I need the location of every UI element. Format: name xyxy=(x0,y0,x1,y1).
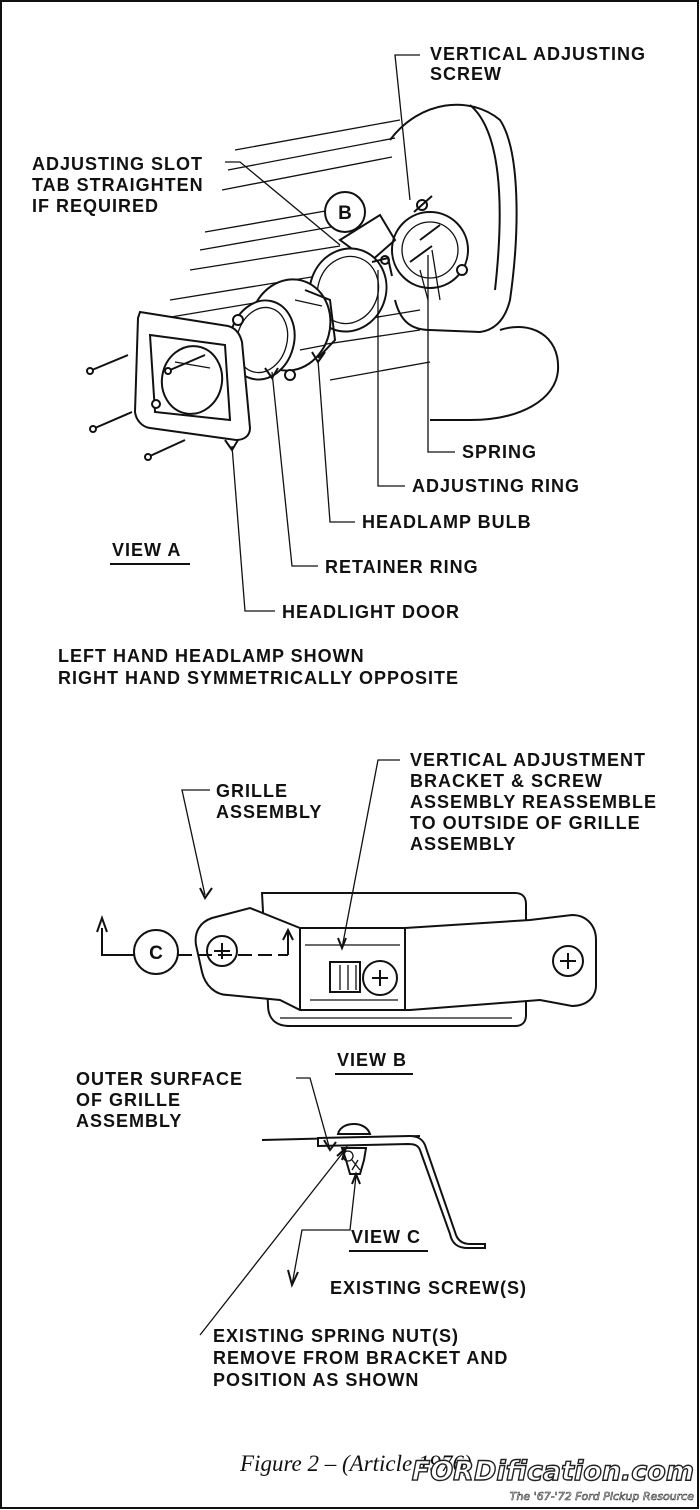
svg-text:IF REQUIRED: IF REQUIRED xyxy=(32,196,159,216)
svg-text:ASSEMBLY: ASSEMBLY xyxy=(216,802,322,822)
door-screws xyxy=(86,354,206,461)
svg-text:ASSEMBLY: ASSEMBLY xyxy=(76,1111,182,1131)
screw-head-c xyxy=(336,1122,372,1135)
svg-text:REMOVE FROM BRACKET AND: REMOVE FROM BRACKET AND xyxy=(213,1348,508,1368)
watermark: FORDification.com The '67-'72 Ford Picku… xyxy=(411,1455,695,1503)
bracket-section xyxy=(317,1134,486,1249)
label-headlamp-bulb: HEADLAMP BULB xyxy=(362,512,532,532)
label-vertical-adjusting-screw: VERTICAL ADJUSTING SCREW xyxy=(430,44,646,84)
badge-b-text: B xyxy=(338,203,352,224)
fender-outline xyxy=(389,103,518,334)
note-line-2: RIGHT HAND SYMMETRICALLY OPPOSITE xyxy=(58,668,459,688)
watermark-title: FORDification.com xyxy=(412,1456,694,1487)
svg-text:VERTICAL ADJUSTING: VERTICAL ADJUSTING xyxy=(430,44,646,64)
view-b-illustration: C xyxy=(96,759,597,1027)
adjusting-screw-nut xyxy=(329,961,361,993)
svg-text:EXISTING SPRING NUT(S): EXISTING SPRING NUT(S) xyxy=(213,1326,459,1346)
label-adjusting-ring: ADJUSTING RING xyxy=(412,476,580,496)
figure-caption: Figure 2 – (Article 1976) xyxy=(239,1451,472,1476)
svg-text:BRACKET & SCREW: BRACKET & SCREW xyxy=(410,771,603,791)
svg-text:TO OUTSIDE OF GRILLE: TO OUTSIDE OF GRILLE xyxy=(410,813,641,833)
svg-text:TAB STRAIGHTEN: TAB STRAIGHTEN xyxy=(32,175,204,195)
label-adjusting-slot: ADJUSTING SLOT TAB STRAIGHTEN IF REQUIRE… xyxy=(32,154,204,216)
view-b-title: VIEW B xyxy=(337,1050,407,1070)
bumper-outline xyxy=(430,325,560,421)
label-retainer-ring: RETAINER RING xyxy=(325,557,479,577)
watermark-subtitle: The '67-'72 Ford Pickup Resource xyxy=(510,1490,694,1503)
view-c-illustration xyxy=(199,1077,486,1336)
label-spring: SPRING xyxy=(462,442,537,462)
badge-b xyxy=(324,191,366,233)
badge-c xyxy=(133,929,179,975)
svg-text:ADJUSTING SLOT: ADJUSTING SLOT xyxy=(32,154,203,174)
badge-c-text: C xyxy=(149,943,163,964)
view-c-title: VIEW C xyxy=(351,1227,421,1247)
svg-text:GRILLE: GRILLE xyxy=(216,781,288,801)
headlamp-bucket xyxy=(391,211,469,289)
svg-text:VERTICAL ADJUSTMENT: VERTICAL ADJUSTMENT xyxy=(410,750,646,770)
view-a-leaders xyxy=(224,54,455,612)
svg-text:SCREW: SCREW xyxy=(430,64,502,84)
adjustment-bracket xyxy=(194,906,597,1011)
label-existing-spring-nuts: EXISTING SPRING NUT(S) REMOVE FROM BRACK… xyxy=(213,1326,508,1390)
svg-text:ASSEMBLY: ASSEMBLY xyxy=(410,834,516,854)
label-vertical-adjustment-bracket: VERTICAL ADJUSTMENT BRACKET & SCREW ASSE… xyxy=(410,750,657,854)
label-grille-assembly: GRILLE ASSEMBLY xyxy=(216,781,322,822)
svg-text:OUTER SURFACE: OUTER SURFACE xyxy=(76,1069,243,1089)
view-a-title: VIEW A xyxy=(112,540,181,560)
label-existing-screws: EXISTING SCREW(S) xyxy=(330,1278,527,1298)
svg-text:POSITION AS SHOWN: POSITION AS SHOWN xyxy=(213,1370,419,1390)
svg-text:OF GRILLE: OF GRILLE xyxy=(76,1090,181,1110)
view-a-illustration: B xyxy=(86,54,560,612)
label-outer-surface: OUTER SURFACE OF GRILLE ASSEMBLY xyxy=(76,1069,243,1131)
note-line-1: LEFT HAND HEADLAMP SHOWN xyxy=(58,646,365,666)
svg-text:ASSEMBLY REASSEMBLE: ASSEMBLY REASSEMBLE xyxy=(410,792,657,812)
label-headlight-door: HEADLIGHT DOOR xyxy=(282,602,460,622)
